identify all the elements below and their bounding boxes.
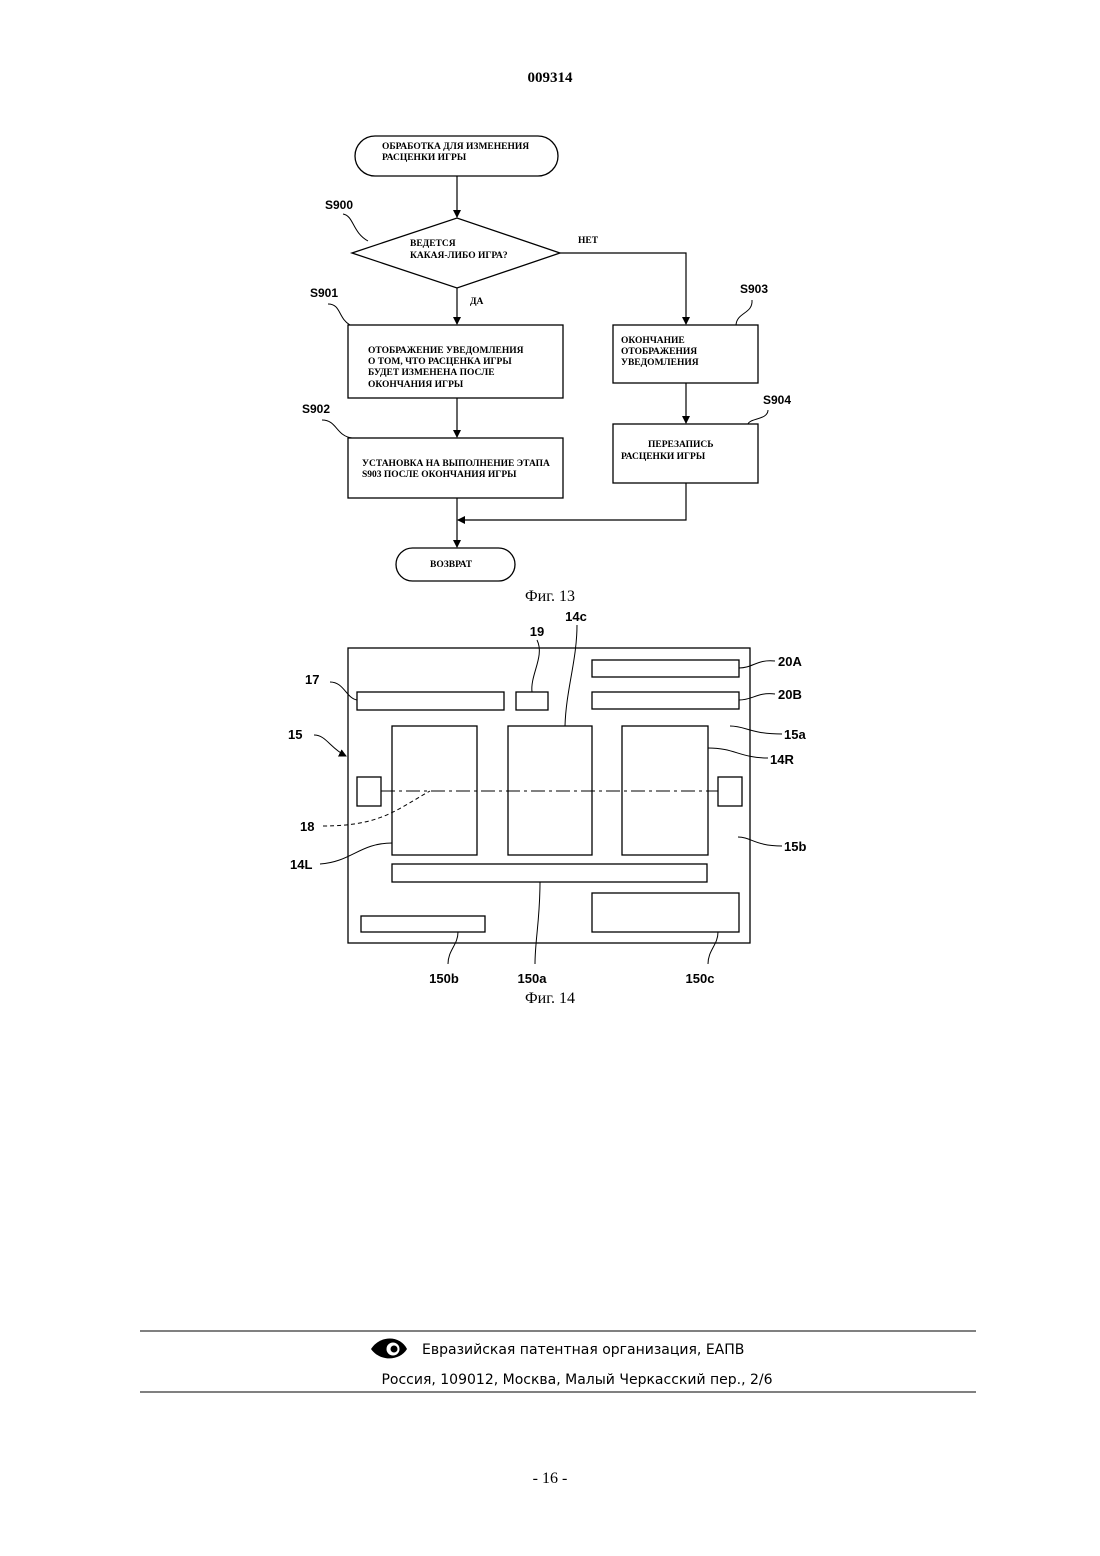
leader-s901 [328,304,350,325]
label-20b: 20B [778,687,802,702]
step-label-s904: S904 [763,393,791,407]
area-150b-box [361,916,485,932]
decision-text-line-1: ВЕДЕТСЯ [410,239,456,249]
s901-text-line-3: БУДЕТ ИЗМЕНЕНА ПОСЛЕ [368,368,495,378]
s901-text-line-1: ОТОБРАЖЕНИЕ УВЕДОМЛЕНИЯ [368,346,524,356]
end-text: ВОЗВРАТ [430,560,473,570]
label-150a: 150a [518,971,548,986]
s903-text-line-2: ОТОБРАЖЕНИЯ [621,347,697,357]
leader-s902 [322,420,352,438]
figure-13-caption: Фиг. 13 [525,588,575,605]
eapo-logo-pupil [391,1346,398,1353]
area-150a-box [392,864,707,882]
label-19: 19 [530,624,544,639]
footer: Евразийская патентная организация, ЕАПВ … [140,1331,976,1392]
no-branch-label: НЕТ [578,236,599,246]
s902-text-line-1: УСТАНОВКА НА ВЫПОЛНЕНИЕ ЭТАПА [362,459,550,469]
leader-150c [708,932,718,964]
decision-text-line-2: КАКАЯ-ЛИБО ИГРА? [410,251,508,261]
yes-branch-label: ДА [470,297,484,307]
start-text-line-2: РАСЦЕНКИ ИГРЫ [382,153,467,163]
display-20b-box [592,692,739,709]
eapo-logo-icon [371,1339,407,1359]
leader-17 [330,682,357,700]
s902-text-line-2: S903 ПОСЛЕ ОКОНЧАНИЯ ИГРЫ [362,470,517,480]
leader-s903 [736,300,752,325]
step-label-s903: S903 [740,282,768,296]
label-15b: 15b [784,839,806,854]
label-20a: 20A [778,654,802,669]
leader-15b [738,837,782,846]
label-150c: 150c [686,971,715,986]
figure-13-flowchart: ОБРАБОТКА ДЛЯ ИЗМЕНЕНИЯ РАСЦЕНКИ ИГРЫ ВЕ… [302,136,791,605]
s903-text-line-1: ОКОНЧАНИЕ [621,336,685,346]
label-17: 17 [305,672,319,687]
s904-text-line-2: РАСЦЕНКИ ИГРЫ [621,452,706,462]
arrow-s904-merge [458,483,686,520]
leader-150b [448,932,458,964]
label-14l: 14L [290,857,312,872]
label-15a: 15a [784,727,806,742]
step-label-s902: S902 [302,402,330,416]
leader-s904 [748,410,768,424]
page-number: - 16 - [533,1470,568,1487]
display-17-box [357,692,504,710]
right-side-indicator [718,777,742,806]
s901-text-line-2: О ТОМ, ЧТО РАСЦЕНКА ИГРЫ [368,357,512,367]
leader-18 [323,791,430,826]
leader-15a [730,726,782,734]
label-14c: 14c [565,609,587,624]
label-150b: 150b [429,971,459,986]
s903-text-line-3: УВЕДОМЛЕНИЯ [621,358,699,368]
left-side-indicator [357,777,381,806]
step-label-s901: S901 [310,286,338,300]
label-15: 15 [288,727,302,742]
leader-15 [314,735,346,756]
item-19-box [516,692,548,710]
leader-14c [565,625,577,726]
display-20a-box [592,660,739,677]
figure-14-panel-diagram: 14c 19 20A 17 20B 15 15a 14R 18 15b 14L … [288,609,806,1007]
leader-150a [535,882,540,964]
figure-14-caption: Фиг. 14 [525,990,575,1007]
start-text-line-1: ОБРАБОТКА ДЛЯ ИЗМЕНЕНИЯ [382,142,529,152]
document-number: 009314 [528,70,574,86]
s904-text-line-1: ПЕРЕЗАПИСЬ [648,440,714,450]
step-label-s900: S900 [325,198,353,212]
s901-text-line-4: ОКОНЧАНИЯ ИГРЫ [368,380,464,390]
leader-s900 [343,214,368,241]
footer-organization: Евразийская патентная организация, ЕАПВ [422,1342,744,1358]
area-150c-box [592,893,739,932]
leader-14l [320,843,392,864]
arrow-no-branch [560,253,686,324]
leader-20b [739,694,775,700]
label-14r: 14R [770,752,794,767]
footer-address: Россия, 109012, Москва, Малый Черкасский… [381,1372,772,1388]
label-18: 18 [300,819,314,834]
leader-14r [708,748,768,758]
leader-20a [739,661,775,668]
